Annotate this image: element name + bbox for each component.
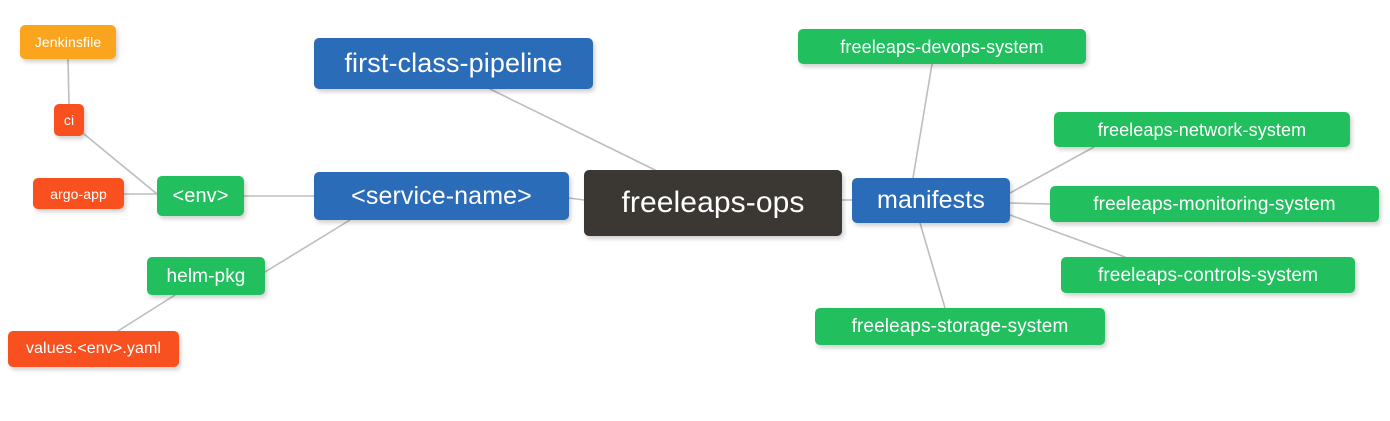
edge-helm-pkg-to-service-name xyxy=(264,219,351,273)
node-values-yaml[interactable]: values.<env>.yaml xyxy=(8,331,179,367)
node-label-service-name: <service-name> xyxy=(351,181,532,210)
edge-manifests-to-freeleaps-monitoring-system xyxy=(1009,202,1051,205)
node-label-values-yaml: values.<env>.yaml xyxy=(25,340,162,357)
node-label-freeleaps-storage-system: freeleaps-storage-system xyxy=(851,316,1069,337)
node-label-jenkinsfile: Jenkinsfile xyxy=(34,34,102,50)
node-label-argo-app: argo-app xyxy=(50,185,107,202)
node-label-helm-pkg: helm-pkg xyxy=(166,265,246,287)
node-label-freeleaps-devops-system: freeleaps-devops-system xyxy=(840,36,1044,57)
edge-jenkinsfile-to-ci xyxy=(67,58,70,105)
node-freeleaps-ops[interactable]: freeleaps-ops xyxy=(584,170,842,236)
node-jenkinsfile[interactable]: Jenkinsfile xyxy=(20,25,116,59)
node-freeleaps-monitoring-system[interactable]: freeleaps-monitoring-system xyxy=(1050,186,1379,222)
node-label-manifests: manifests xyxy=(877,186,985,214)
node-first-class-pipeline[interactable]: first-class-pipeline xyxy=(314,38,593,89)
node-label-freeleaps-ops: freeleaps-ops xyxy=(621,186,805,219)
node-ci[interactable]: ci xyxy=(54,104,84,136)
node-label-env: <env> xyxy=(172,185,229,207)
node-label-freeleaps-network-system: freeleaps-network-system xyxy=(1097,119,1307,140)
node-label-freeleaps-monitoring-system: freeleaps-monitoring-system xyxy=(1093,193,1336,215)
edge-values-yaml-to-helm-pkg xyxy=(117,294,176,332)
node-service-name[interactable]: <service-name> xyxy=(314,172,569,220)
node-helm-pkg[interactable]: helm-pkg xyxy=(147,257,265,295)
node-freeleaps-controls-system[interactable]: freeleaps-controls-system xyxy=(1061,257,1355,293)
node-freeleaps-network-system[interactable]: freeleaps-network-system xyxy=(1054,112,1350,147)
edge-first-class-pipeline-to-freeleaps-ops xyxy=(489,88,656,171)
node-label-first-class-pipeline: first-class-pipeline xyxy=(344,48,563,78)
node-freeleaps-devops-system[interactable]: freeleaps-devops-system xyxy=(798,29,1086,64)
node-env[interactable]: <env> xyxy=(157,176,244,216)
edge-service-name-to-freeleaps-ops xyxy=(568,197,585,201)
edge-manifests-to-freeleaps-devops-system xyxy=(912,63,933,179)
node-freeleaps-storage-system[interactable]: freeleaps-storage-system xyxy=(815,308,1105,345)
node-label-freeleaps-controls-system: freeleaps-controls-system xyxy=(1097,264,1319,286)
node-label-ci: ci xyxy=(63,112,75,128)
edge-manifests-to-freeleaps-storage-system xyxy=(919,222,946,309)
node-argo-app[interactable]: argo-app xyxy=(33,178,124,209)
node-manifests[interactable]: manifests xyxy=(852,178,1010,223)
